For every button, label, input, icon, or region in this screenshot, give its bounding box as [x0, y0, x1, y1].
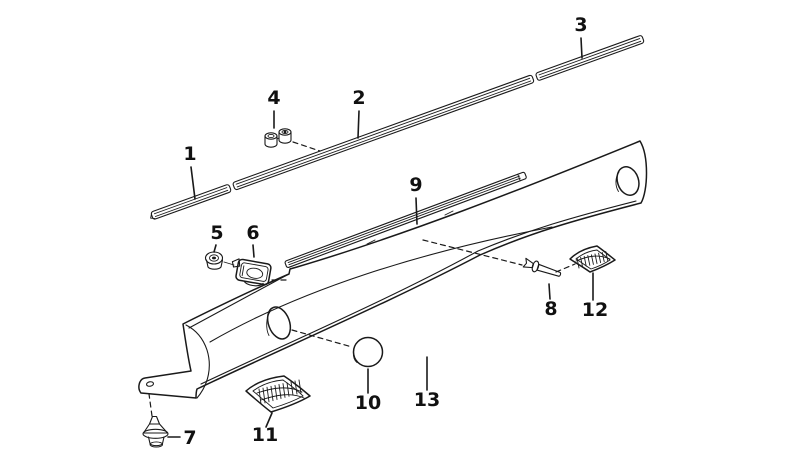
callout-number-12: 12	[582, 299, 608, 321]
callout-number-1: 1	[183, 143, 196, 165]
part-grommet-nut	[204, 251, 224, 270]
callout-number-2: 2	[352, 87, 365, 109]
clip-assembly-line	[223, 261, 235, 266]
part-molding-strip-center-section	[232, 74, 535, 191]
foot-rivet-hole	[145, 381, 155, 387]
pad-large-texture	[256, 379, 305, 405]
callout-numbers: 1 2 3 4 5 6 7 8 9 10 11 12 13	[183, 14, 608, 449]
part-cover-cap	[352, 336, 384, 368]
callout-number-5: 5	[210, 222, 223, 244]
assembly-reference-lines	[148, 141, 576, 417]
part-pad-large	[245, 375, 311, 413]
callout-number-6: 6	[246, 222, 259, 244]
panel-tick-marks	[366, 210, 454, 245]
part-molding-strip	[150, 35, 645, 220]
part-clamp-pair	[264, 128, 292, 148]
callout-number-13: 13	[414, 389, 440, 411]
callout-number-10: 10	[355, 392, 381, 414]
part-mounting-clip	[231, 258, 272, 287]
part-molding-strip-rear-section	[535, 35, 645, 81]
part-push-pin	[522, 257, 562, 277]
part-molding-strip-front-section	[150, 184, 232, 220]
part-expansion-rivet	[142, 415, 169, 448]
callout-number-4: 4	[267, 87, 280, 109]
callout-number-8: 8	[544, 298, 557, 320]
callout-leader-lines	[167, 37, 594, 438]
part-retaining-bracket	[407, 340, 449, 353]
panel-top-rail	[284, 171, 527, 268]
pad-small-texture	[575, 251, 611, 269]
callout-number-9: 9	[409, 174, 422, 196]
callout-number-3: 3	[574, 14, 587, 36]
panel-end-hole	[615, 166, 640, 196]
panel-center-hole	[266, 306, 292, 340]
part-pad-small	[569, 245, 616, 273]
callout-number-7: 7	[183, 427, 196, 449]
callout-number-11: 11	[252, 424, 278, 446]
